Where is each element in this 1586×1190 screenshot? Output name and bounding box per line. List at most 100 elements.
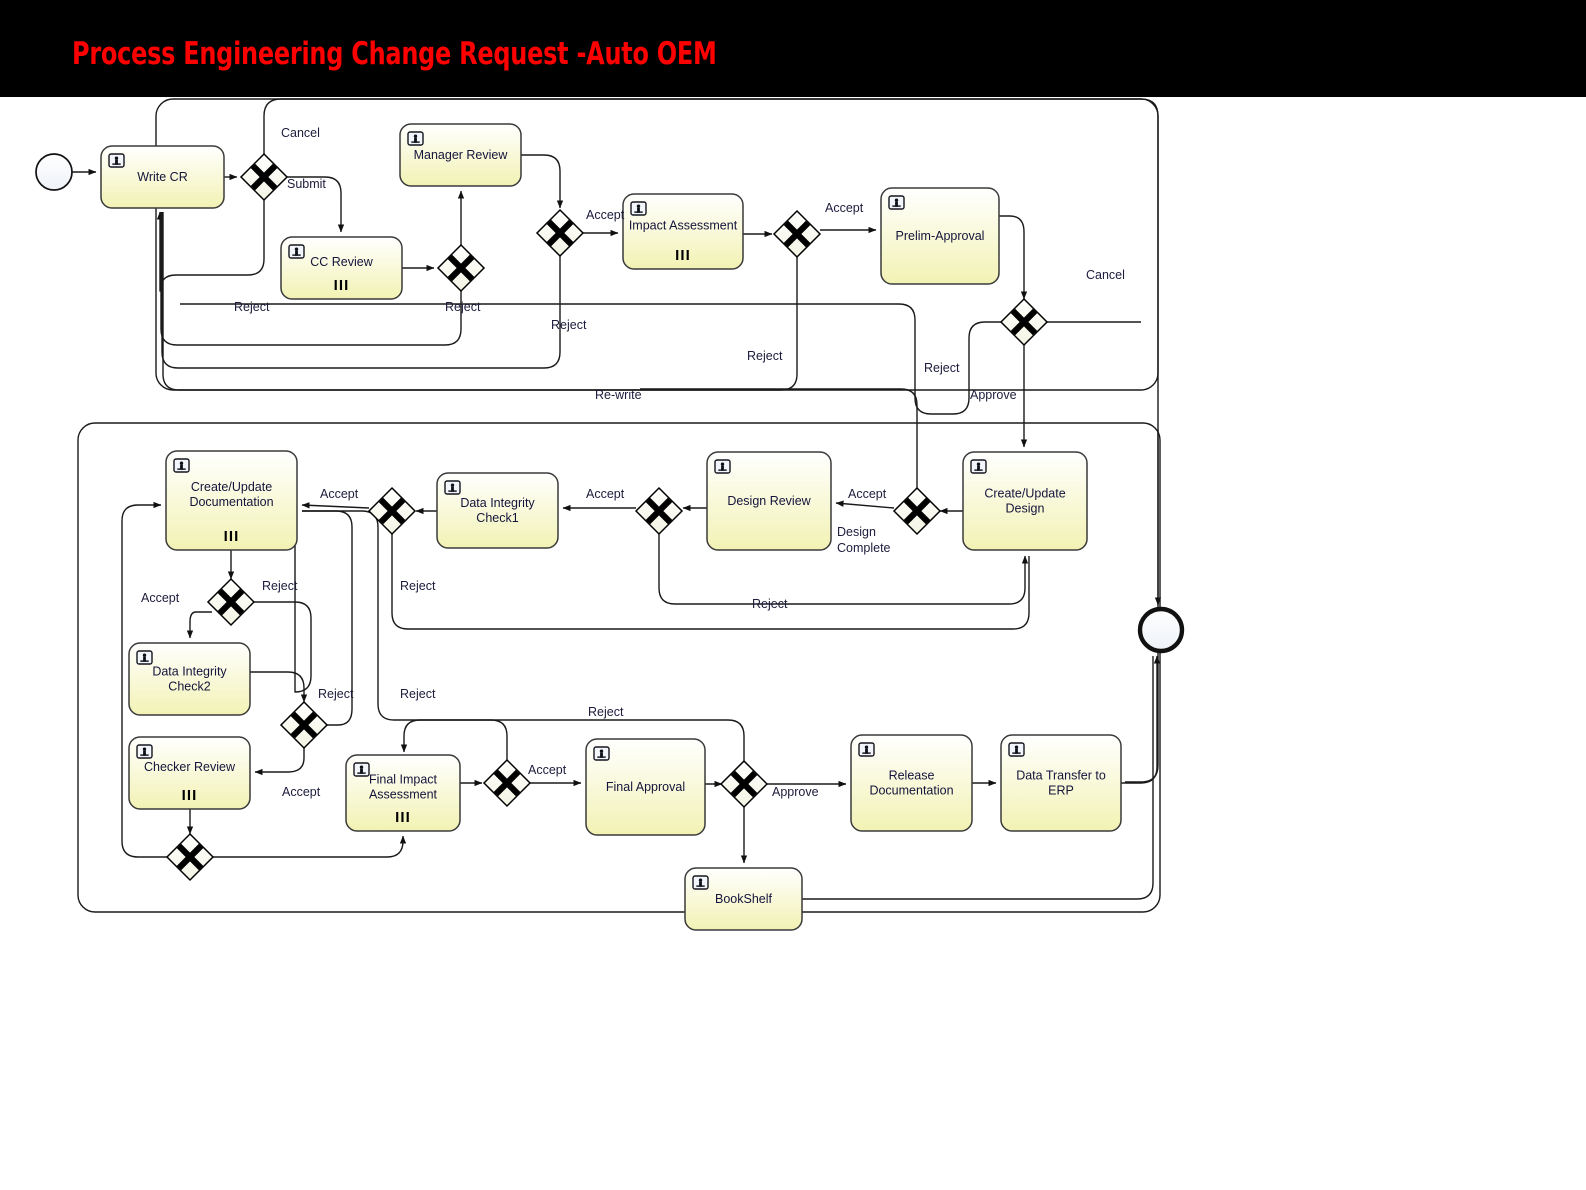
gateway-after-final-impact[interactable] (482, 758, 532, 808)
flow-doc-accept-to-dic2 (186, 611, 212, 639)
task-final_approval[interactable]: Final Approval (585, 738, 706, 836)
multi-instance-marker: III (334, 277, 350, 294)
task-label: Manager Review (414, 148, 509, 162)
flow-label: Accept (141, 591, 180, 605)
task-label: Documentation (189, 495, 273, 509)
flow-label: Submit (287, 177, 326, 191)
task-label: Documentation (869, 784, 953, 798)
exclusive-gateway-x-icon (1010, 308, 1038, 336)
gateway-after-manager-review[interactable] (535, 208, 585, 258)
gateway-after-write-cr[interactable] (239, 152, 289, 202)
flow-reject-to-write-cr-a (156, 200, 265, 292)
flow-label: Reject (400, 579, 436, 593)
user-task-icon (1008, 742, 1025, 757)
flow-label: Accept (586, 487, 625, 501)
task-box[interactable] (128, 736, 251, 810)
gateway-after-dic2[interactable] (279, 700, 329, 750)
flow-label: Design (837, 525, 876, 539)
user-task-icon (173, 458, 190, 473)
flow-submit-to-cc-review (287, 176, 345, 233)
flow-manager-review-to-gateway (521, 154, 564, 209)
task-box[interactable] (1000, 734, 1122, 832)
flow-dic2-to-gateway (250, 671, 308, 703)
task-box[interactable] (399, 123, 522, 187)
flow-label: Cancel (281, 126, 320, 140)
task-manager_review[interactable]: Manager Review (399, 123, 522, 187)
exclusive-gateway-x-icon (783, 220, 811, 248)
task-box[interactable] (684, 867, 803, 931)
gateway-after-design-review[interactable] (634, 486, 684, 536)
task-box[interactable] (962, 451, 1088, 551)
user-task-icon (692, 875, 709, 890)
user-task-icon (888, 195, 905, 210)
task-label: Prelim-Approval (896, 229, 985, 243)
top-flow-container (155, 98, 1159, 391)
flow-checker-accept-to-fia (213, 835, 407, 858)
flow-label: Accept (528, 763, 567, 777)
task-box[interactable] (850, 734, 973, 832)
flow-label: Accept (586, 208, 625, 222)
end-event[interactable] (1137, 606, 1185, 654)
task-bookshelf[interactable]: BookShelf (684, 867, 803, 931)
task-box[interactable] (345, 754, 461, 832)
flow-label: Accept (320, 487, 359, 501)
exclusive-gateway-x-icon (217, 588, 245, 616)
task-label: Data Transfer to (1016, 769, 1106, 783)
user-task-icon (444, 480, 461, 495)
task-box[interactable] (436, 472, 559, 549)
user-task-icon (136, 650, 153, 665)
start-event[interactable] (35, 153, 73, 191)
gateway-after-dic1[interactable] (367, 486, 417, 536)
flow-data-transfer-to-end (1121, 655, 1161, 784)
gateway-after-prelim-approval[interactable] (999, 297, 1049, 347)
task-label: Check2 (168, 680, 210, 694)
flow-label: Complete (837, 541, 891, 555)
user-task-icon (970, 459, 987, 474)
task-label: Create/Update (191, 480, 272, 494)
lower-flow-container (77, 422, 1161, 913)
task-box[interactable] (880, 187, 1000, 285)
task-prelim_approval[interactable]: Prelim-Approval (880, 187, 1000, 285)
task-write_cr[interactable]: Write CR (100, 145, 225, 209)
task-box[interactable] (706, 451, 832, 551)
task-box[interactable] (100, 145, 225, 209)
exclusive-gateway-x-icon (903, 497, 931, 525)
gateway-after-create-design[interactable] (892, 486, 942, 536)
task-box[interactable] (280, 236, 403, 300)
task-label: Data Integrity (152, 665, 227, 679)
exclusive-gateway-x-icon (447, 254, 475, 282)
task-box[interactable] (622, 193, 744, 270)
gateway-after-cc-review[interactable] (436, 243, 486, 293)
flow-label: Reject (234, 300, 270, 314)
task-box[interactable] (128, 642, 251, 716)
exclusive-gateway-x-icon (493, 769, 521, 797)
gateway-after-final-approval[interactable] (719, 759, 769, 809)
task-label: Checker Review (144, 760, 236, 774)
flow-design-accept-to-review (835, 500, 895, 509)
task-label: BookShelf (715, 892, 773, 906)
task-design_review[interactable]: Design Review (706, 451, 832, 551)
task-label: ERP (1048, 784, 1074, 798)
gateway-after-create-doc[interactable] (206, 577, 256, 627)
gateway-after-impact[interactable] (772, 209, 822, 259)
flow-label: Reject (752, 597, 788, 611)
task-box[interactable] (585, 738, 706, 836)
gateway-after-checker-review[interactable] (165, 832, 215, 882)
task-box[interactable] (165, 450, 298, 551)
flow-checker-reject-return (121, 501, 167, 858)
flow-label: Cancel (1086, 268, 1125, 282)
task-label: Design Review (727, 494, 811, 508)
page-title: Process Engineering Change Request -Auto… (72, 36, 717, 72)
user-task-icon (136, 744, 153, 759)
task-label: Final Impact (369, 773, 438, 787)
